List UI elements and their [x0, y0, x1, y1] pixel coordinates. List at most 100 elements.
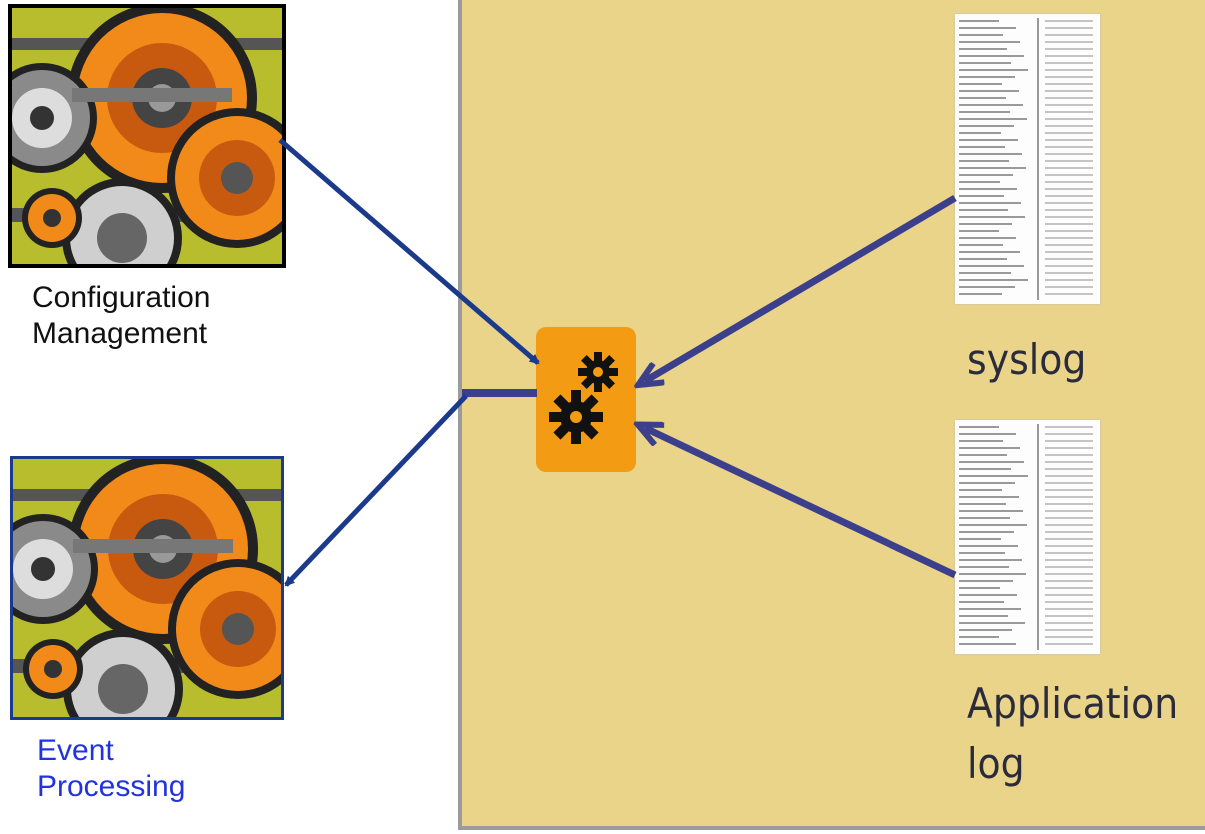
- config-management-gears-icon: [8, 4, 286, 268]
- log-entry-line: [1045, 76, 1093, 78]
- log-entry-line: [959, 174, 1013, 176]
- log-entry-line: [959, 468, 1011, 470]
- log-entry-line: [959, 146, 1005, 148]
- log-entry-line: [1045, 538, 1093, 540]
- log-entry-line: [959, 580, 1013, 582]
- log-entry-line: [1045, 566, 1093, 568]
- log-entry-line: [959, 601, 1004, 603]
- log-entry-line: [1045, 524, 1093, 526]
- log-entry-line: [959, 202, 1021, 204]
- log-entry-line: [1045, 230, 1093, 232]
- log-entry-line: [959, 111, 1010, 113]
- log-entry-line: [959, 489, 1002, 491]
- log-entry-line: [1045, 160, 1093, 162]
- log-entry-line: [959, 293, 1002, 295]
- log-entry-line: [1045, 55, 1093, 57]
- log-entry-line: [959, 27, 1016, 29]
- log-entry-line: [1045, 489, 1093, 491]
- log-entry-line: [959, 223, 1012, 225]
- log-entry-line: [1045, 272, 1093, 274]
- log-entry-line: [959, 69, 1028, 71]
- log-entry-line: [959, 454, 1007, 456]
- log-entry-line: [959, 552, 1005, 554]
- log-entry-line: [1045, 167, 1093, 169]
- log-entry-line: [1045, 580, 1093, 582]
- log-entry-line: [959, 482, 1015, 484]
- log-entry-line: [1045, 496, 1093, 498]
- log-entry-line: [1045, 90, 1093, 92]
- event-processing-label-line-1: Event: [37, 734, 114, 767]
- log-entry-line: [1045, 510, 1093, 512]
- log-entry-line: [959, 132, 1001, 134]
- log-entry-line: [959, 251, 1020, 253]
- log-entry-line: [1045, 468, 1093, 470]
- log-entry-line: [1045, 594, 1093, 596]
- log-entry-line: [1045, 69, 1093, 71]
- log-entry-line: [1045, 433, 1093, 435]
- log-entry-line: [1045, 111, 1093, 113]
- log-entry-line: [1045, 223, 1093, 225]
- log-entry-line: [959, 426, 999, 428]
- log-entry-line: [1045, 258, 1093, 260]
- log-entry-line: [959, 615, 1008, 617]
- log-entry-line: [1045, 181, 1093, 183]
- log-entry-line: [959, 153, 1022, 155]
- log-entry-line: [959, 524, 1027, 526]
- log-entry-line: [959, 538, 1001, 540]
- log-entry-line: [1045, 209, 1093, 211]
- log-entry-line: [959, 594, 1017, 596]
- log-entry-line: [1045, 643, 1093, 645]
- log-entry-line: [1045, 559, 1093, 561]
- application-log-label-line-2: log: [967, 739, 1025, 788]
- log-entry-line: [959, 272, 1011, 274]
- log-entry-line: [959, 125, 1014, 127]
- log-entry-line: [959, 475, 1028, 477]
- log-entry-line: [1045, 636, 1093, 638]
- log-entry-line: [959, 181, 1000, 183]
- log-entry-line: [1045, 426, 1093, 428]
- log-entry-line: [959, 216, 1025, 218]
- log-entry-line: [1045, 545, 1093, 547]
- processor-node: [536, 327, 636, 472]
- log-entry-line: [959, 167, 1026, 169]
- arrow-applog-to-processor: [645, 428, 957, 579]
- log-entry-line: [1045, 552, 1093, 554]
- arrow-syslog-to-processor: [645, 194, 957, 381]
- log-entry-line: [959, 55, 1024, 57]
- syslog-document-icon: [955, 14, 1100, 304]
- arrow-processor-to-event: [284, 394, 468, 587]
- log-entry-line: [959, 517, 1010, 519]
- log-entry-line: [1045, 587, 1093, 589]
- log-entry-line: [1045, 146, 1093, 148]
- log-entry-line: [1045, 601, 1093, 603]
- log-entry-line: [1045, 118, 1093, 120]
- config-management-label-line-2: Management: [32, 317, 208, 350]
- log-entry-line: [959, 34, 1003, 36]
- log-entry-line: [1045, 27, 1093, 29]
- log-entry-line: [959, 76, 1015, 78]
- application-log-label: Application log: [967, 674, 1178, 794]
- log-entry-line: [959, 286, 1015, 288]
- log-entry-line: [1045, 440, 1093, 442]
- log-entry-line: [959, 622, 1025, 624]
- log-entry-line: [1045, 41, 1093, 43]
- log-entry-line: [959, 41, 1020, 43]
- log-entry-line: [959, 258, 1007, 260]
- log-entry-line: [959, 48, 1007, 50]
- event-processing-label-line-2: Processing: [37, 770, 186, 803]
- log-entry-line: [1045, 447, 1093, 449]
- log-entry-line: [1045, 62, 1093, 64]
- log-entry-line: [959, 265, 1024, 267]
- log-entry-line: [1045, 125, 1093, 127]
- log-entry-line: [959, 83, 1002, 85]
- log-entry-line: [1045, 83, 1093, 85]
- arrow-config-to-processor: [278, 138, 540, 365]
- log-entry-line: [1045, 475, 1093, 477]
- log-entry-line: [1045, 293, 1093, 295]
- log-entry-line: [959, 160, 1009, 162]
- application-log-label-line-1: Application: [967, 679, 1179, 728]
- log-entry-line: [959, 545, 1018, 547]
- log-entry-line: [959, 139, 1018, 141]
- log-entry-line: [1045, 454, 1093, 456]
- log-entry-line: [959, 643, 1016, 645]
